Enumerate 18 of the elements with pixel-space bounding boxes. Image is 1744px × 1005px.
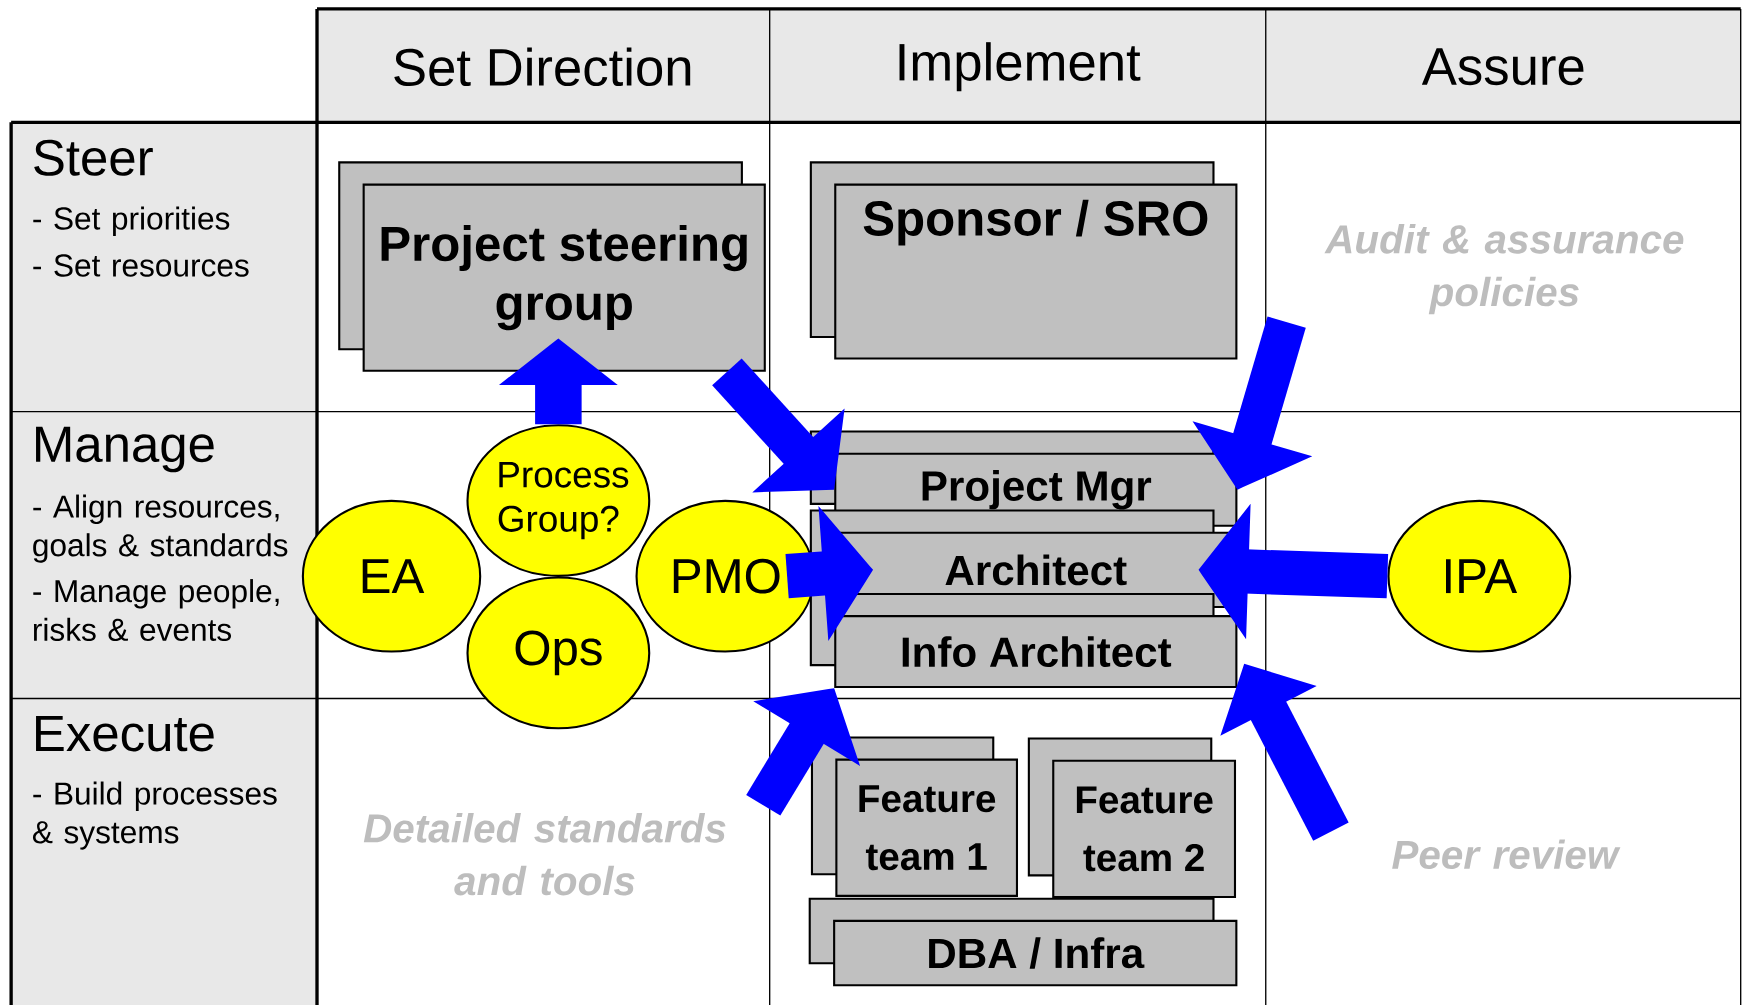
column-header: Set Direction: [394, 47, 691, 86]
stacked-box: Project steering group: [338, 161, 766, 372]
row-header: Steer: [34, 139, 153, 176]
bullet-text: - Set resources: [33, 254, 249, 277]
note-text: Audit & assurance policies: [1324, 223, 1684, 315]
note-text: Detailed standards and tools: [363, 812, 726, 896]
stacked-box: Info Architect: [809, 592, 1238, 688]
stacked-box: Feature team 2: [1027, 737, 1237, 898]
stacked-box: DBA / Infra: [808, 897, 1238, 986]
stacked-box: Sponsor / SRO: [809, 161, 1238, 360]
bullet-text: - Set priorities: [33, 206, 230, 236]
stacked-box: Feature team 1: [810, 736, 1018, 897]
row-header: Manage: [36, 426, 214, 473]
bullet-text: - Build processes & systems: [32, 781, 277, 850]
note-text: Peer review: [1392, 839, 1621, 869]
column-header: Implement: [899, 41, 1141, 92]
column-header: Assure: [1421, 48, 1584, 85]
row-header: Execute: [36, 715, 214, 752]
